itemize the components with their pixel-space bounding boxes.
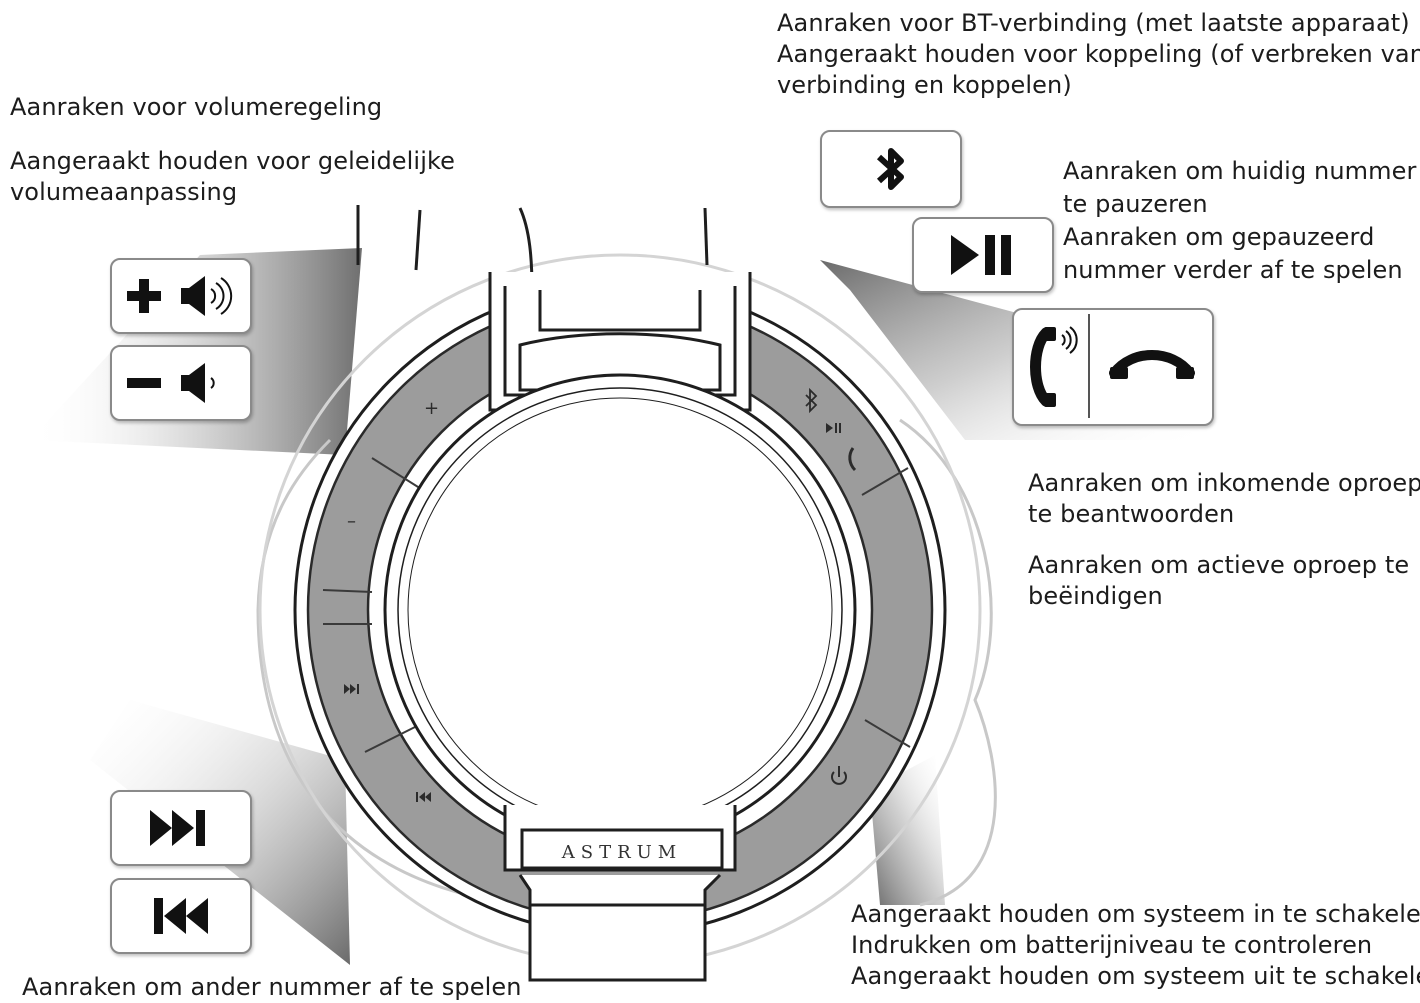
ring-plus-symbol: + xyxy=(424,398,439,419)
play-line-2: te pauzeren xyxy=(1063,190,1208,218)
volume-up-icon xyxy=(127,276,233,316)
volume-down-icon xyxy=(127,363,215,403)
ring-play-pause-icon xyxy=(826,423,833,433)
call-answer-line-1: Aanraken om inkomende oproep xyxy=(1028,469,1420,497)
ring-minus-symbol: – xyxy=(347,511,356,532)
call-end-description: Aanraken om actieve oproep te beëindigen xyxy=(1028,550,1409,612)
ring-next-track-icon xyxy=(344,684,350,694)
volume-hold-description: Aangeraakt houden voor geleidelijke volu… xyxy=(10,146,455,208)
bluetooth-button[interactable] xyxy=(820,130,962,208)
call-end-line-1: Aanraken om actieve oproep te xyxy=(1028,551,1410,579)
bottom-bracket xyxy=(503,805,737,982)
previous-track-button[interactable] xyxy=(110,878,252,954)
volume-up-button[interactable] xyxy=(110,258,252,334)
volume-hold-line-1: Aangeraakt houden voor geleidelijke xyxy=(10,147,455,175)
brand-logo: ASTRUM xyxy=(561,842,683,863)
play-pause-button[interactable] xyxy=(912,217,1054,293)
ring-previous-track-icon xyxy=(416,792,418,802)
play-line-3: Aanraken om gepauzeerd xyxy=(1063,223,1375,251)
phone-ringing-icon xyxy=(1030,326,1078,407)
call-button-divider xyxy=(1088,314,1090,418)
call-answer-description: Aanraken om inkomende oproep te beantwoo… xyxy=(1028,468,1420,530)
bt-description: Aanraken voor BT-verbinding (met laatste… xyxy=(777,8,1420,101)
power-description: Aangeraakt houden om systeem in te schak… xyxy=(851,899,1420,992)
previous-track-icon xyxy=(154,898,208,934)
play-line-1: Aanraken om huidig nummer xyxy=(1063,157,1417,185)
play-line-4: nummer verder af te spelen xyxy=(1063,256,1403,284)
play-pause-icon xyxy=(951,235,1011,275)
ring-bluetooth-icon xyxy=(805,387,818,414)
next-track-button[interactable] xyxy=(110,790,252,866)
call-end-line-2: beëindigen xyxy=(1028,582,1163,610)
bt-line-1: Aanraken voor BT-verbinding (met laatste… xyxy=(777,9,1410,37)
earcup-outline xyxy=(256,418,997,907)
call-button[interactable] xyxy=(1012,308,1214,426)
bt-line-2: Aangeraakt houden voor koppeling (of ver… xyxy=(777,40,1420,68)
bt-line-3: verbinding en koppelen) xyxy=(777,71,1072,99)
ring-segments xyxy=(322,457,911,753)
power-line-1: Aangeraakt houden om systeem in te schak… xyxy=(851,900,1420,928)
volume-touch-description: Aanraken voor volumeregeling xyxy=(10,93,383,121)
power-line-2: Indrukken om batterijniveau te controler… xyxy=(851,931,1373,959)
next-track-icon xyxy=(150,810,205,846)
call-answer-line-2: te beantwoorden xyxy=(1028,500,1235,528)
play-description: Aanraken om huidig nummer te pauzeren Aa… xyxy=(1063,155,1416,287)
power-line-3: Aangeraakt houden om systeem uit te scha… xyxy=(851,962,1420,990)
ring-power-icon xyxy=(831,771,847,785)
hang-up-icon xyxy=(1109,350,1195,379)
driver-cushion xyxy=(383,373,857,847)
ring-phone-icon xyxy=(848,447,857,472)
bluetooth-icon xyxy=(876,148,904,190)
ring-glyphs xyxy=(344,387,857,802)
volume-hold-line-2: volumeaanpassing xyxy=(10,178,238,206)
volume-down-button[interactable] xyxy=(110,345,252,421)
track-description: Aanraken om ander nummer af te spelen xyxy=(22,973,522,1001)
